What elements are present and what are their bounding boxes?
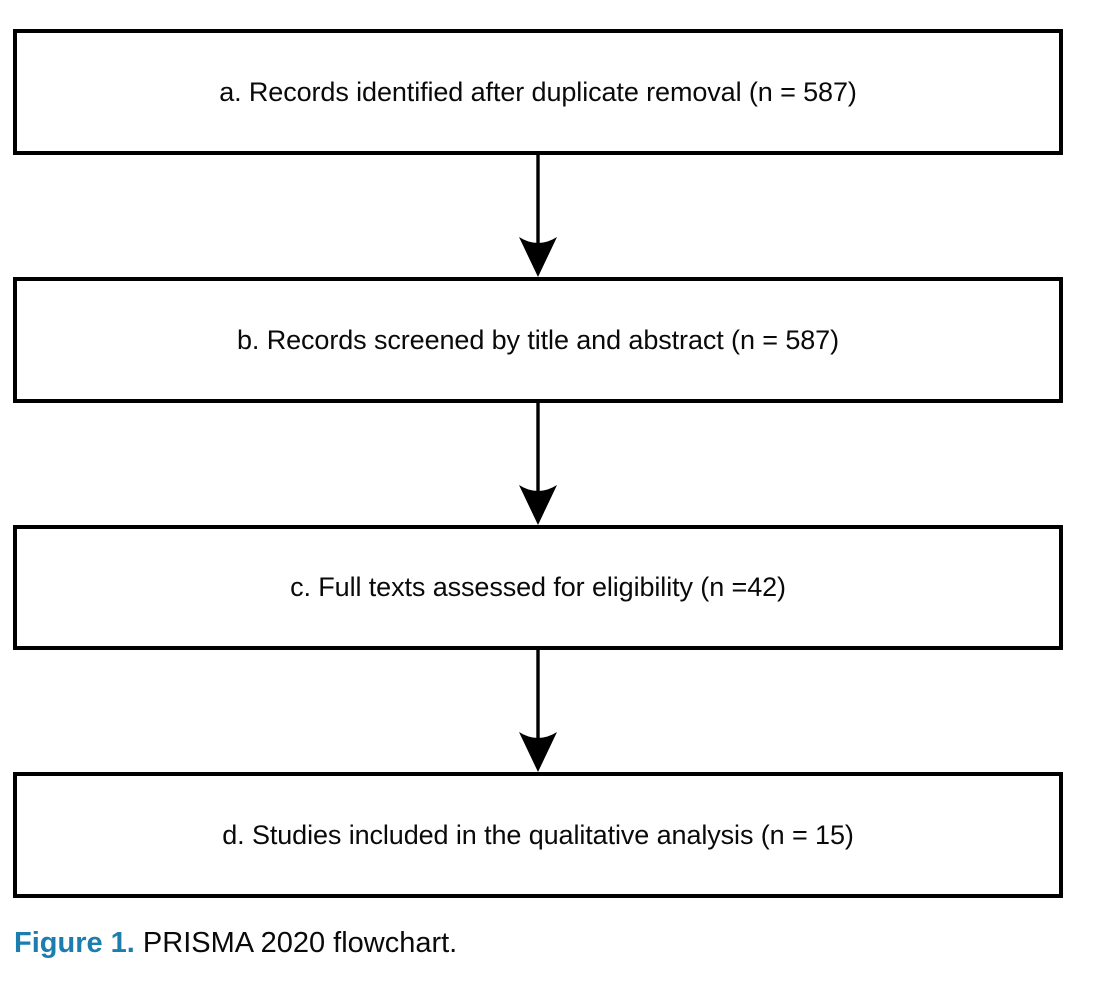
flowchart-node-a: a. Records identified after duplicate re… [13,29,1063,155]
flowchart-node-c: c. Full texts assessed for eligibility (… [13,525,1063,650]
flowchart-arrow-c-to-d [506,650,570,772]
figure-caption-text: PRISMA 2020 flowchart. [142,927,458,959]
figure-caption-number: Figure 1. [14,927,135,959]
flowchart-node-a-label: a. Records identified after duplicate re… [219,76,857,107]
flowchart-arrow-b-to-c [506,403,570,525]
flowchart-node-b-label: b. Records screened by title and abstrac… [237,324,839,355]
flowchart-arrow-a-to-b [506,155,570,277]
flowchart-node-d: d. Studies included in the qualitative a… [13,772,1063,898]
flowchart-node-c-label: c. Full texts assessed for eligibility (… [290,572,786,603]
flowchart-node-b: b. Records screened by title and abstrac… [13,277,1063,403]
flowchart-node-d-label: d. Studies included in the qualitative a… [222,819,854,850]
figure-caption: Figure 1. PRISMA 2020 flowchart. [14,925,1074,961]
